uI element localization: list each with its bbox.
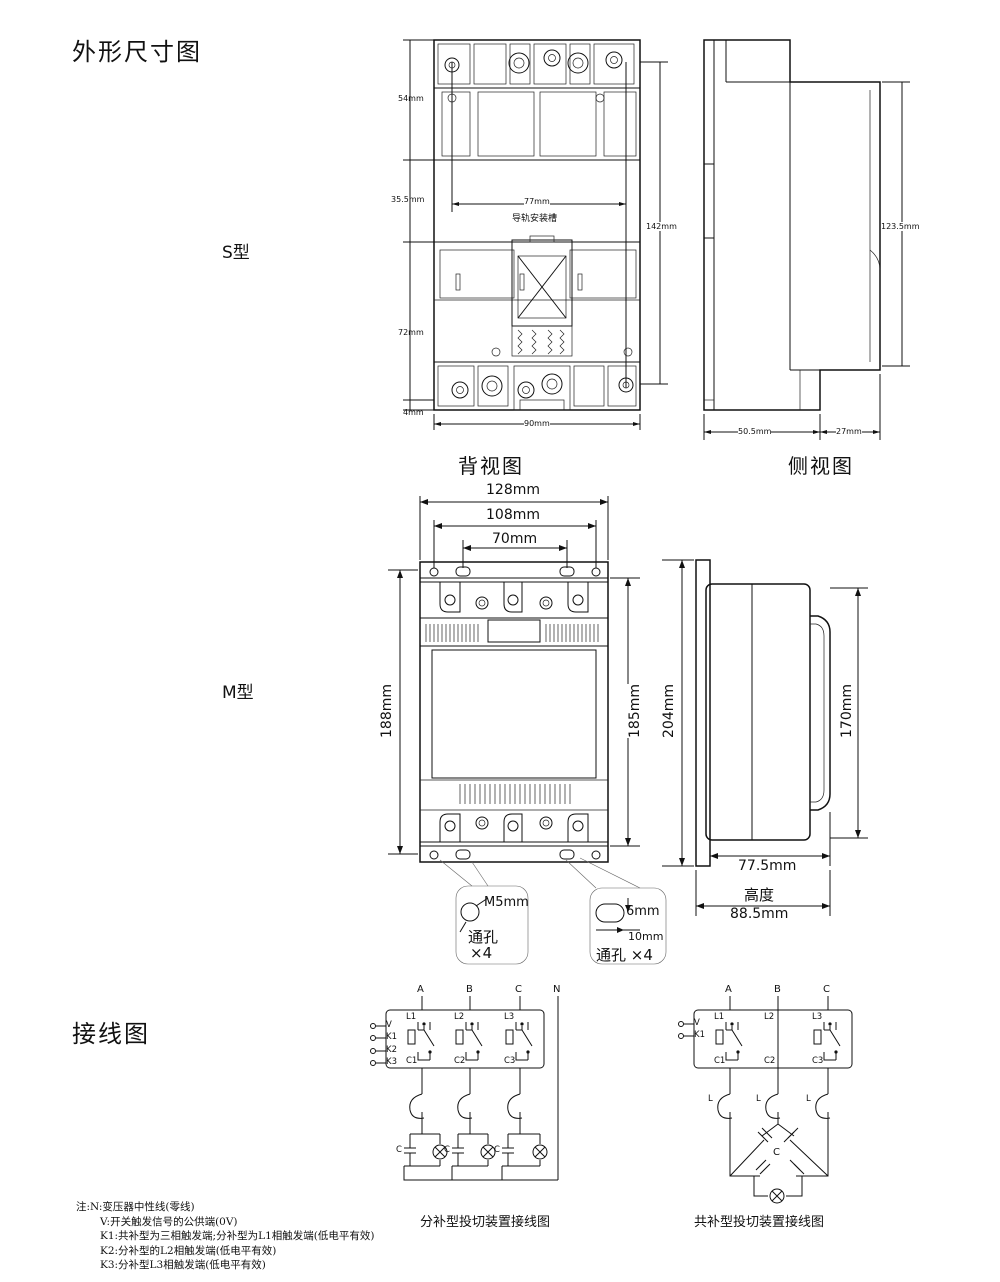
dimensions-heading: 外形尺寸图 bbox=[72, 38, 202, 66]
m-dim-77-5: 77.5mm bbox=[738, 858, 797, 874]
split-wiring-caption: 分补型投切装置接线图 bbox=[420, 1215, 551, 1230]
m-height-label: 高度 bbox=[744, 886, 775, 904]
common-switch-units bbox=[715, 1022, 841, 1061]
split-phase-a: A bbox=[417, 984, 424, 995]
split-phase-n: N bbox=[553, 984, 561, 995]
split-cap-label-1: C bbox=[396, 1145, 402, 1155]
s-dim-35-5: 35.5mm bbox=[391, 195, 425, 204]
split-term-k3: K3 bbox=[386, 1057, 397, 1067]
split-c2: C2 bbox=[454, 1056, 466, 1066]
m-front-body bbox=[419, 561, 609, 863]
s-dim-72: 72mm bbox=[398, 328, 424, 337]
common-wiring-caption: 共补型投切装置接线图 bbox=[694, 1215, 825, 1230]
split-cap-label-3: C bbox=[494, 1145, 500, 1155]
back-view-title: 背视图 bbox=[458, 454, 524, 478]
round-hole-size: M5mm bbox=[484, 895, 529, 910]
split-phase-b: B bbox=[466, 984, 473, 995]
common-c2: C2 bbox=[764, 1056, 776, 1066]
note-line-2: V:开关触发信号的公供端(0V) bbox=[100, 1215, 238, 1228]
m-type-label: M型 bbox=[222, 683, 254, 703]
m-dim-70: 70mm bbox=[492, 531, 538, 547]
s-dim-4: 4mm bbox=[403, 408, 424, 417]
s-rail-slot-label: 导轨安装槽 bbox=[512, 214, 558, 224]
note-line-4: K2:分补型的L2相触发端(低电平有效) bbox=[100, 1244, 277, 1257]
note-line-1: 注:N:变压器中性线(零线) bbox=[76, 1201, 195, 1213]
m-dim-88-5: 88.5mm bbox=[730, 906, 789, 922]
common-term-v: V bbox=[694, 1018, 700, 1028]
notes-block: 注:N:变压器中性线(零线) V:开关触发信号的公供端(0V) K1:共补型为三… bbox=[76, 1200, 374, 1273]
common-phase-c: C bbox=[823, 984, 830, 995]
common-phase-a: A bbox=[725, 984, 732, 995]
s-type-label: S型 bbox=[222, 243, 250, 263]
split-cap-label-2: C bbox=[444, 1145, 450, 1155]
wiring-heading: 接线图 bbox=[72, 1020, 150, 1048]
note-line-5: K3:分补型L3相触发端(低电平有效) bbox=[100, 1259, 266, 1271]
common-term-k1: K1 bbox=[694, 1030, 705, 1040]
side-view-title: 侧视图 bbox=[788, 454, 854, 478]
split-terminal-inputs bbox=[370, 1023, 386, 1066]
split-phase-c: C bbox=[515, 984, 522, 995]
s-back-dimensions bbox=[403, 39, 668, 430]
split-term-v: V bbox=[386, 1020, 392, 1030]
m-side-body bbox=[695, 559, 831, 867]
m-front-dimensions bbox=[388, 496, 640, 855]
slot-hole-width: 6mm bbox=[626, 904, 660, 919]
round-hole-callout bbox=[439, 859, 529, 965]
s-dim-50-5: 50.5mm bbox=[738, 427, 772, 436]
common-phase-b: B bbox=[774, 984, 781, 995]
s-dim-90: 90mm bbox=[524, 419, 550, 428]
common-c3: C3 bbox=[812, 1056, 824, 1066]
split-l3: L3 bbox=[504, 1012, 515, 1022]
common-phase-lines bbox=[678, 996, 853, 1069]
s-side-body bbox=[703, 39, 881, 411]
common-l2: L2 bbox=[764, 1012, 775, 1022]
slot-hole-callout bbox=[565, 857, 667, 965]
common-coil-label-1: L bbox=[708, 1094, 713, 1104]
slot-hole-type-count: 通孔 ×4 bbox=[596, 946, 653, 964]
split-phase-lines bbox=[385, 996, 559, 1180]
slot-hole-length: 10mm bbox=[628, 930, 664, 943]
common-l3: L3 bbox=[812, 1012, 823, 1022]
note-line-3: K1:共补型为三相触发端;分补型为L1相触发端(低电平有效) bbox=[100, 1230, 375, 1242]
round-hole-count: ×4 bbox=[470, 944, 493, 962]
s-dim-54: 54mm bbox=[398, 94, 424, 103]
round-hole-type: 通孔 bbox=[468, 928, 499, 946]
common-reactors-delta bbox=[717, 1068, 831, 1204]
common-coil-label-2: L bbox=[756, 1094, 761, 1104]
m-side-dimensions bbox=[662, 559, 868, 916]
common-l1: L1 bbox=[714, 1012, 725, 1022]
split-term-k1: K1 bbox=[386, 1032, 397, 1042]
m-dim-128: 128mm bbox=[486, 482, 540, 498]
split-reactors-caps bbox=[403, 1068, 558, 1181]
s-dim-142: 142mm bbox=[646, 222, 677, 231]
common-cap-label: C bbox=[773, 1147, 780, 1158]
split-switch-units bbox=[407, 1022, 533, 1061]
s-dim-27: 27mm bbox=[836, 427, 862, 436]
split-l1: L1 bbox=[406, 1012, 417, 1022]
s-dim-77: 77mm bbox=[524, 197, 550, 206]
split-l2: L2 bbox=[454, 1012, 465, 1022]
split-c3: C3 bbox=[504, 1056, 516, 1066]
split-term-k2: K2 bbox=[386, 1045, 397, 1055]
common-coil-label-3: L bbox=[806, 1094, 811, 1104]
s-dim-123-5: 123.5mm bbox=[881, 222, 920, 231]
s-back-body bbox=[433, 39, 641, 411]
split-c1: C1 bbox=[406, 1056, 418, 1066]
m-dim-108: 108mm bbox=[486, 507, 540, 523]
common-c1: C1 bbox=[714, 1056, 726, 1066]
